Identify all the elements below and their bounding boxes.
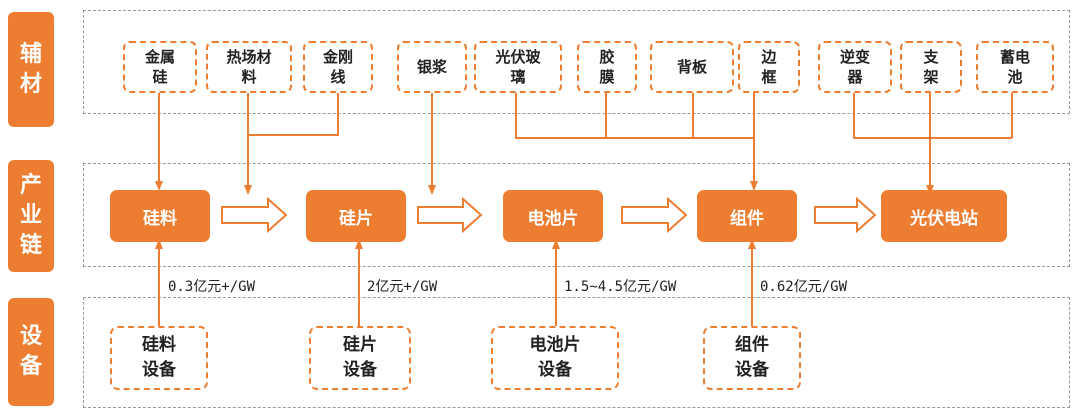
auxiliary-section (83, 10, 1070, 114)
aux-bracket: 支 架 (900, 41, 962, 93)
block-arrow-2 (417, 196, 483, 234)
aux-inverter: 逆变 器 (818, 41, 892, 93)
aux-backsheet: 背板 (650, 41, 734, 93)
connector-plant-materials (853, 92, 1013, 190)
row-label-equipment: 设 备 (8, 298, 54, 406)
investment-label-cell: 1.5~4.5亿元/GW (564, 279, 677, 295)
stage-pv-plant: 光伏电站 (881, 190, 1007, 242)
investment-label-wafer: 2亿元+/GW (367, 279, 438, 295)
equipment-silicon-material: 硅料 设备 (110, 326, 208, 390)
equipment-module: 组件 设备 (703, 326, 801, 390)
equipment-wafer: 硅片 设备 (309, 326, 411, 390)
stage-silicon-material: 硅料 (110, 190, 210, 242)
row-label-auxiliary: 辅 材 (8, 12, 54, 127)
aux-pv-glass: 光伏玻 璃 (474, 41, 562, 93)
connector-thermal-diamond (248, 92, 339, 190)
stage-module: 组件 (697, 190, 797, 242)
aux-silver-paste: 银浆 (397, 41, 467, 93)
aux-metal-silicon: 金属 硅 (123, 41, 197, 93)
stage-wafer: 硅片 (306, 190, 406, 242)
aux-film: 胶 膜 (577, 41, 637, 93)
aux-frame: 边 框 (738, 41, 800, 93)
investment-label-module: 0.62亿元/GW (760, 279, 848, 295)
investment-label-silicon: 0.3亿元+/GW (168, 279, 256, 295)
aux-battery: 蓄电 池 (976, 41, 1054, 93)
equipment-section (83, 297, 1070, 408)
stage-cell: 电池片 (503, 190, 603, 242)
connector-module-materials (515, 92, 754, 186)
aux-thermal-field-material: 热场材 料 (206, 41, 292, 93)
row-label-industry-chain: 产 业 链 (8, 160, 54, 272)
equipment-cell: 电池片 设备 (491, 326, 619, 390)
block-arrow-1 (221, 196, 288, 234)
block-arrow-3 (621, 196, 688, 234)
aux-diamond-wire: 金刚 线 (303, 41, 373, 93)
block-arrow-4 (814, 196, 877, 234)
industry-chain-section (83, 163, 1070, 267)
